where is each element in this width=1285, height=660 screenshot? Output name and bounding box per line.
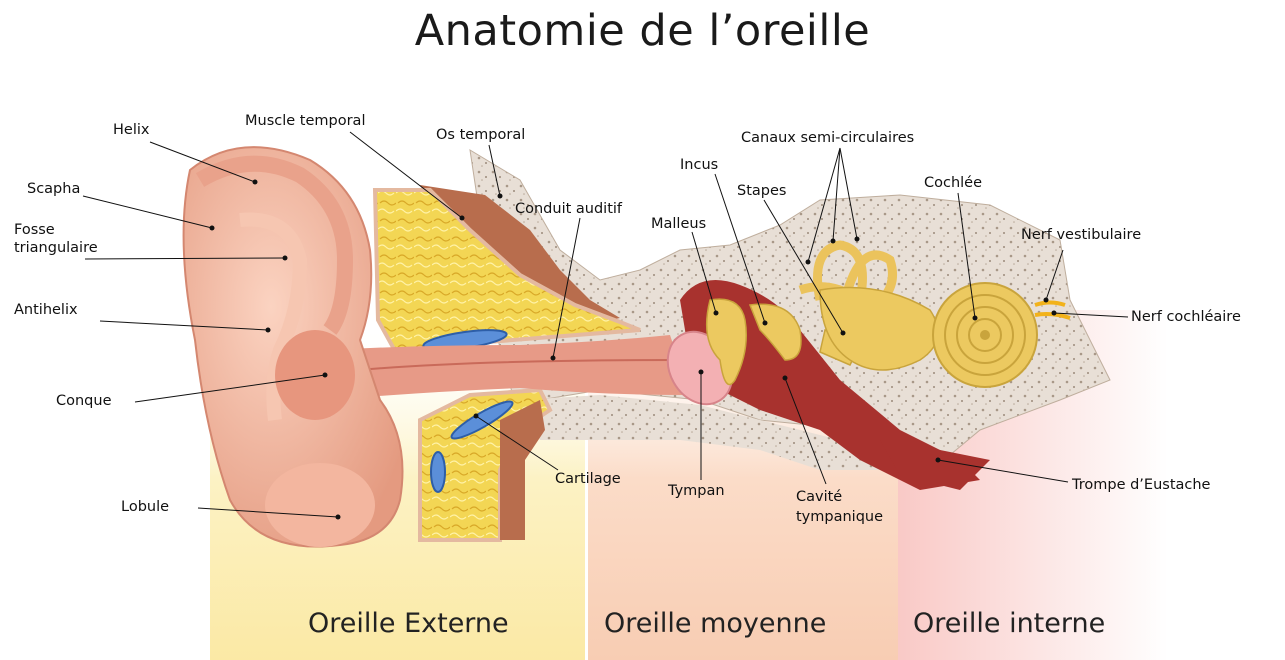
label-canaux-semi-circulaires: Canaux semi-circulaires (741, 130, 914, 147)
label-incus: Incus (680, 157, 718, 174)
label-cavite-line2: tympanique (796, 509, 883, 526)
label-stapes: Stapes (737, 183, 786, 200)
region-label-interne: Oreille interne (913, 608, 1105, 639)
label-scapha: Scapha (27, 181, 80, 198)
label-os-temporal: Os temporal (436, 127, 525, 144)
label-cavite-line1: Cavité (796, 489, 842, 506)
label-nerf-cochleaire: Nerf cochléaire (1131, 309, 1241, 326)
label-muscle-temporal: Muscle temporal (245, 113, 365, 130)
label-antihelix: Antihelix (14, 302, 78, 319)
label-malleus: Malleus (651, 216, 706, 233)
label-tympan: Tympan (668, 483, 725, 500)
label-trompe-eustache: Trompe d’Eustache (1072, 477, 1210, 494)
region-label-moyenne: Oreille moyenne (604, 608, 826, 639)
label-conduit-auditif: Conduit auditif (515, 201, 622, 218)
label-cochlee: Cochlée (924, 175, 982, 192)
label-nerf-vestibulaire: Nerf vestibulaire (1021, 227, 1141, 244)
label-fosse-line2: triangulaire (14, 240, 98, 257)
label-conque: Conque (56, 393, 112, 410)
label-helix: Helix (113, 122, 149, 139)
lobule-shape (265, 463, 375, 547)
label-lobule: Lobule (121, 499, 169, 516)
label-fosse-line1: Fosse (14, 222, 55, 239)
diagram-title: Anatomie de l’oreille (0, 6, 1285, 56)
label-cartilage: Cartilage (555, 471, 621, 488)
concha (275, 330, 355, 420)
region-label-externe: Oreille Externe (308, 608, 509, 639)
vein-lower-2 (431, 452, 445, 492)
cochlea-shape (933, 283, 1037, 387)
